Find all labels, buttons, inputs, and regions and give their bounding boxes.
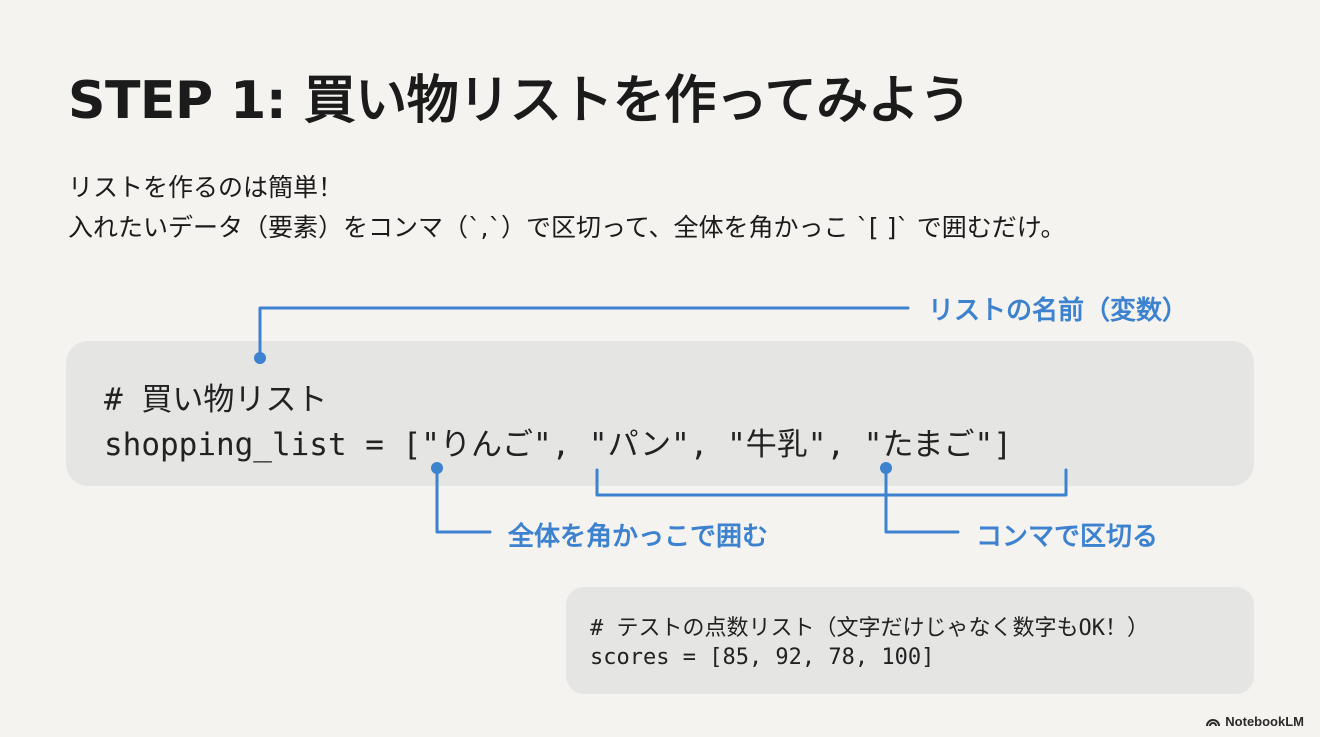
main-code-block: # 買い物リスト shopping_list = ["りんご", "パン", "… xyxy=(66,341,1254,486)
page-title: STEP 1: 買い物リストを作ってみよう xyxy=(68,71,971,131)
code-statement: shopping_list = ["りんご", "パン", "牛乳", "たまご… xyxy=(104,427,1012,463)
brand-mark: NotebookLM xyxy=(1206,714,1304,729)
intro-text: リストを作るのは簡単！ 入れたいデータ（要素）をコンマ（`,`）で区切って、全体… xyxy=(68,168,1066,248)
notebooklm-logo-icon xyxy=(1206,718,1221,726)
sub-code-comment: # テストの点数リスト（文字だけじゃなく数字もOK！） xyxy=(590,616,1149,641)
sub-code-statement: scores = [85, 92, 78, 100] xyxy=(590,645,935,670)
sub-code-block: # テストの点数リスト（文字だけじゃなく数字もOK！） scores = [85… xyxy=(566,587,1254,694)
intro-line-2: 入れたいデータ（要素）をコンマ（`,`）で区切って、全体を角かっこ `[ ]` … xyxy=(68,213,1066,242)
callout-variable: リストの名前（変数） xyxy=(928,296,1189,326)
brand-label: NotebookLM xyxy=(1225,714,1304,729)
intro-line-1: リストを作るのは簡単！ xyxy=(68,173,344,202)
callout-brackets: 全体を角かっこで囲む xyxy=(508,522,769,552)
callout-commas: コンマで区切る xyxy=(976,522,1159,552)
code-comment: # 買い物リスト xyxy=(104,382,328,418)
